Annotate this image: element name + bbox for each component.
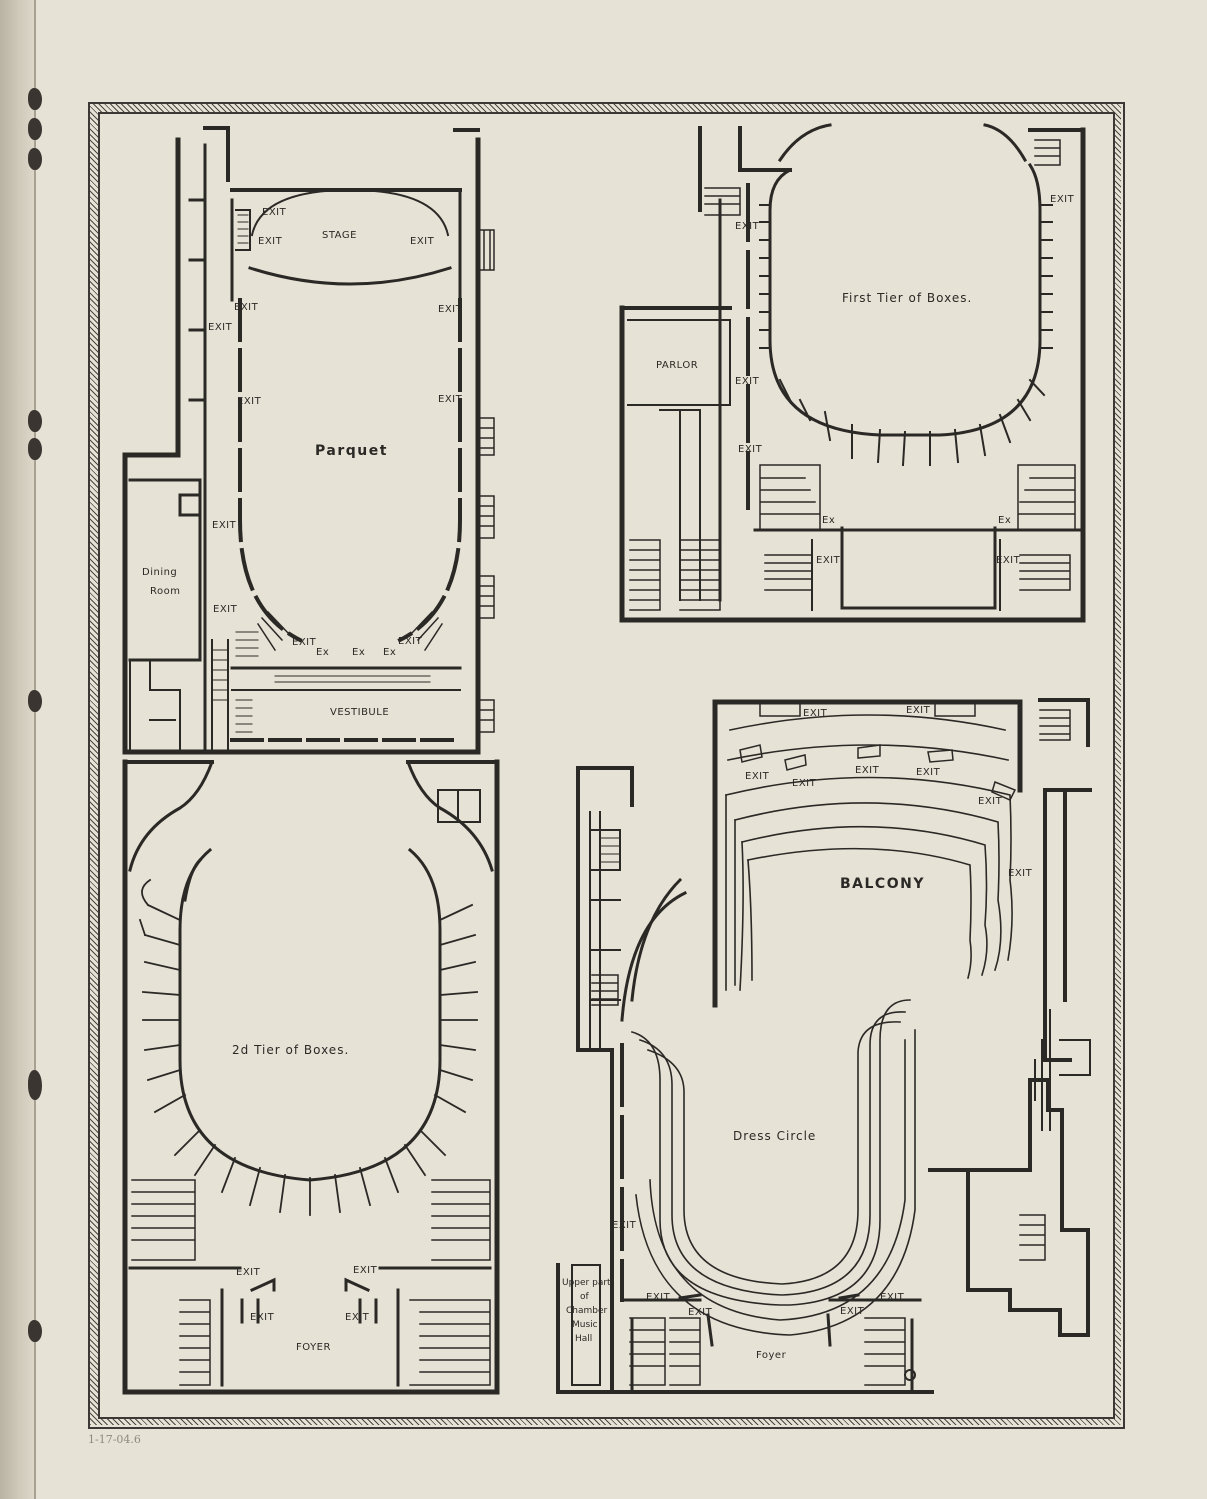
exit-label: EXIT (738, 444, 763, 455)
parquet-title: Parquet (315, 443, 388, 459)
foyer-label: Foyer (756, 1350, 787, 1361)
page-border-hatch (90, 104, 1121, 1425)
exit-label: EXIT (745, 771, 770, 782)
page-border-outer (88, 102, 1125, 1429)
exit-label: EXIT (237, 396, 262, 407)
exit-label: EXIT (803, 708, 828, 719)
binding-hole (28, 88, 42, 110)
exit-label: EXIT (906, 705, 931, 716)
chamber-music-hall-label: Music (572, 1320, 598, 1330)
binding-hole (28, 410, 42, 432)
binding-hole (28, 1070, 42, 1100)
exit-label: EXIT (213, 604, 238, 615)
binding-hole (28, 690, 42, 712)
exit-label: EXIT (646, 1292, 671, 1303)
binding-edge (0, 0, 36, 1499)
exit-label: EXIT (880, 1292, 905, 1303)
exit-label: EXIT (258, 236, 283, 247)
dress-circle-title: Dress Circle (733, 1129, 816, 1143)
dining-room-label: Dining (142, 567, 177, 578)
parquet-plan (122, 126, 495, 755)
exit-label: EXIT (1050, 194, 1075, 205)
exit-label: EXIT (208, 322, 233, 333)
exit-label: EXIT (212, 520, 237, 531)
exit-label: EXIT (292, 637, 317, 648)
exit-label: EXIT (978, 796, 1003, 807)
exit-label: EXIT (855, 765, 880, 776)
chamber-music-hall-label: Hall (575, 1334, 592, 1344)
ex-label: Ex (352, 647, 365, 658)
binding-hole (28, 438, 42, 460)
exit-label: EXIT (410, 236, 435, 247)
first-tier-title: First Tier of Boxes. (842, 291, 972, 305)
binding-hole (28, 148, 42, 170)
exit-label: EXIT (345, 1312, 370, 1323)
exit-label: EXIT (262, 207, 287, 218)
vestibule-label: VESTIBULE (330, 707, 389, 718)
exit-label: EXIT (792, 778, 817, 789)
binding-hole (28, 1320, 42, 1342)
exit-label: EXIT (735, 376, 760, 387)
exit-label: EXIT (250, 1312, 275, 1323)
second-tier-title: 2d Tier of Boxes. (232, 1043, 349, 1057)
exit-label: EXIT (438, 394, 463, 405)
exit-label: EXIT (353, 1265, 378, 1276)
dress-circle-plan (556, 766, 1091, 1394)
exit-label: EXIT (612, 1220, 637, 1231)
exit-label: EXIT (236, 1267, 261, 1278)
exit-label: EXIT (1008, 868, 1033, 879)
exit-label: EXIT (840, 1306, 865, 1317)
ex-label: Ex (822, 515, 835, 526)
exit-label: EXIT (816, 555, 841, 566)
exit-label: EXIT (996, 555, 1021, 566)
pencil-annotation: 1-17-04.6 (88, 1433, 141, 1446)
parlor-label: PARLOR (656, 360, 698, 371)
balcony-title: BALCONY (840, 876, 925, 892)
ex-label: Ex (383, 647, 396, 658)
ex-label: Ex (998, 515, 1011, 526)
exit-label: EXIT (735, 221, 760, 232)
stage-label: STAGE (322, 230, 357, 241)
dining-room-label: Room (150, 586, 180, 597)
exit-label: EXIT (688, 1307, 713, 1318)
exit-label: EXIT (234, 302, 259, 313)
second-tier-plan (122, 759, 500, 1395)
exit-label: EXIT (916, 767, 941, 778)
chamber-music-hall-label: Upper part (562, 1278, 611, 1288)
exit-label: EXIT (438, 304, 463, 315)
chamber-music-hall-label: Chamber (566, 1306, 608, 1316)
ex-label: Ex (316, 647, 329, 658)
binding-hole (28, 118, 42, 140)
page-border-inner (98, 112, 1115, 1419)
first-tier-plan (619, 123, 1086, 623)
foyer-label: FOYER (296, 1342, 331, 1353)
balcony-plan (712, 698, 1092, 1062)
exit-label: EXIT (398, 636, 423, 647)
chamber-music-hall-label: of (580, 1292, 590, 1302)
